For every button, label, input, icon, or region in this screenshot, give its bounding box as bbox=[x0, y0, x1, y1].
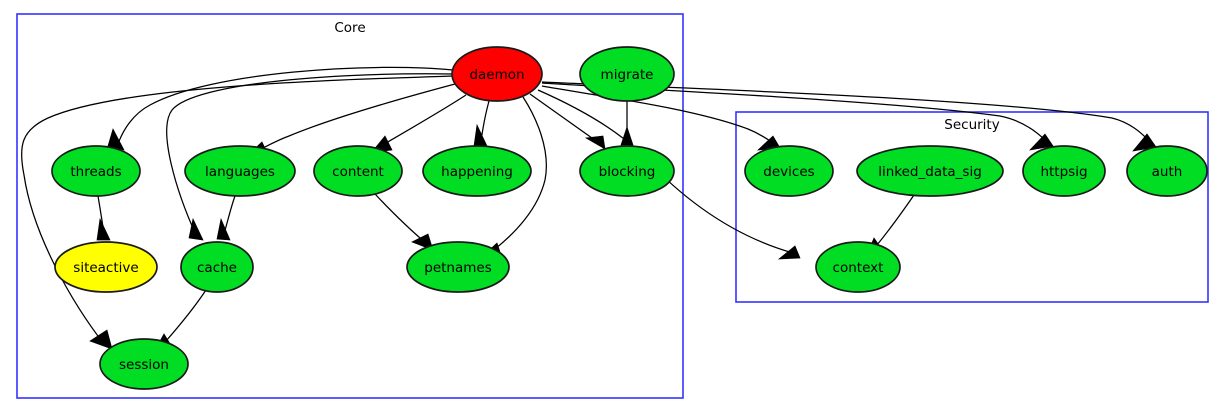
arrowhead-icon-threads-siteactive bbox=[96, 217, 111, 241]
edge-line-daemon-devices bbox=[541, 85, 774, 144]
cluster-border-core bbox=[16, 13, 684, 399]
node-shape-threads[interactable] bbox=[51, 145, 141, 197]
arrowhead-icon-migrate-blocking bbox=[620, 125, 634, 146]
edge-line-content-petnames bbox=[374, 193, 428, 245]
node-label-linked_data_sig: linked_data_sig bbox=[878, 164, 982, 180]
cluster-label-core: Core bbox=[334, 20, 365, 36]
node-label-blocking: blocking bbox=[599, 164, 656, 180]
edge-line-cache-session bbox=[165, 289, 207, 342]
edge-daemon-blocking bbox=[529, 93, 606, 150]
node-shape-happening[interactable] bbox=[422, 145, 532, 197]
edge-threads-siteactive bbox=[96, 195, 111, 241]
arrowhead-icon-daemon-session bbox=[89, 329, 113, 350]
node-shape-petnames[interactable] bbox=[406, 241, 510, 293]
node-daemon[interactable]: daemon bbox=[451, 46, 543, 102]
edge-line-daemon-content bbox=[385, 94, 467, 144]
cluster-border-security bbox=[735, 111, 1209, 303]
node-label-httpsig: httpsig bbox=[1040, 164, 1087, 180]
node-linked_data_sig[interactable]: linked_data_sig bbox=[856, 145, 1004, 197]
arrowhead-icon-daemon-httpsig bbox=[1029, 133, 1054, 151]
cluster-label-security: Security bbox=[944, 117, 999, 133]
edge-line-daemon-petnames bbox=[494, 96, 547, 250]
arrowhead-icon-daemon-auth bbox=[1132, 133, 1157, 152]
edge-line-languages-cache bbox=[223, 195, 236, 235]
edge-line-daemon-languages bbox=[260, 83, 456, 150]
node-languages[interactable]: languages bbox=[184, 145, 296, 197]
arrowhead-icon-daemon-blocking bbox=[584, 135, 606, 150]
node-httpsig[interactable]: httpsig bbox=[1022, 145, 1106, 197]
edge-layer bbox=[20, 66, 1157, 353]
cluster-security: Security bbox=[735, 111, 1209, 303]
node-label-content: content bbox=[332, 164, 384, 180]
node-shape-blocking[interactable] bbox=[579, 145, 675, 197]
edge-content-petnames bbox=[374, 193, 434, 251]
node-label-petnames: petnames bbox=[424, 260, 492, 276]
node-label-languages: languages bbox=[205, 164, 275, 180]
arrowhead-icon-daemon-context bbox=[777, 245, 801, 260]
edge-languages-cache bbox=[216, 195, 236, 241]
node-shape-migrate[interactable] bbox=[579, 46, 675, 102]
cluster-core: Core bbox=[16, 13, 684, 399]
node-shape-content[interactable] bbox=[313, 145, 403, 197]
edge-daemon-devices bbox=[541, 85, 781, 151]
node-label-context: context bbox=[833, 260, 884, 276]
node-session[interactable]: session bbox=[99, 338, 189, 390]
node-happening[interactable]: happening bbox=[422, 145, 532, 197]
node-label-happening: happening bbox=[441, 164, 513, 180]
arrowhead-icon-languages-cache bbox=[216, 217, 231, 241]
node-shape-httpsig[interactable] bbox=[1022, 145, 1106, 197]
node-shape-auth[interactable] bbox=[1126, 145, 1208, 197]
node-shape-devices[interactable] bbox=[744, 145, 834, 197]
node-cache[interactable]: cache bbox=[180, 241, 254, 293]
node-content[interactable]: content bbox=[313, 145, 403, 197]
node-shape-daemon[interactable] bbox=[451, 46, 543, 102]
node-siteactive[interactable]: siteactive bbox=[54, 241, 158, 293]
edge-daemon-happening bbox=[473, 100, 490, 147]
node-label-session: session bbox=[119, 357, 169, 373]
node-layer: daemon migrate threads languages content happ… bbox=[51, 46, 1208, 390]
node-label-threads: threads bbox=[70, 164, 121, 180]
node-shape-linked_data_sig[interactable] bbox=[856, 145, 1004, 197]
node-devices[interactable]: devices bbox=[744, 145, 834, 197]
node-shape-languages[interactable] bbox=[184, 145, 296, 197]
edge-line-daemon-blocking bbox=[529, 93, 600, 144]
node-label-cache: cache bbox=[197, 260, 237, 276]
arrowhead-icon-daemon-happening bbox=[473, 123, 488, 147]
node-threads[interactable]: threads bbox=[51, 145, 141, 197]
node-label-migrate: migrate bbox=[601, 67, 654, 83]
node-blocking[interactable]: blocking bbox=[579, 145, 675, 197]
edge-daemon-cache bbox=[166, 73, 454, 241]
node-shape-cache[interactable] bbox=[180, 241, 254, 293]
edge-line-linked-context bbox=[876, 194, 915, 246]
edge-line-daemon-happening bbox=[480, 100, 490, 142]
node-shape-context[interactable] bbox=[815, 241, 901, 293]
node-label-siteactive: siteactive bbox=[73, 260, 138, 276]
node-label-daemon: daemon bbox=[469, 67, 524, 83]
node-shape-siteactive[interactable] bbox=[54, 241, 158, 293]
node-label-devices: devices bbox=[763, 164, 814, 180]
edge-migrate-blocking bbox=[620, 101, 634, 146]
edge-daemon-session bbox=[20, 75, 454, 350]
node-auth[interactable]: auth bbox=[1126, 145, 1208, 197]
node-shape-session[interactable] bbox=[99, 338, 189, 390]
node-migrate[interactable]: migrate bbox=[579, 46, 675, 102]
edge-daemon-threads bbox=[107, 66, 454, 151]
edge-line-daemon-session bbox=[20, 75, 454, 345]
arrowhead-icon-daemon-cache bbox=[188, 217, 204, 241]
node-petnames[interactable]: petnames bbox=[406, 241, 510, 293]
node-label-auth: auth bbox=[1152, 164, 1183, 180]
node-context[interactable]: context bbox=[815, 241, 901, 293]
edge-line-daemon-threads bbox=[117, 66, 454, 145]
edge-line-daemon-cache bbox=[166, 73, 454, 236]
